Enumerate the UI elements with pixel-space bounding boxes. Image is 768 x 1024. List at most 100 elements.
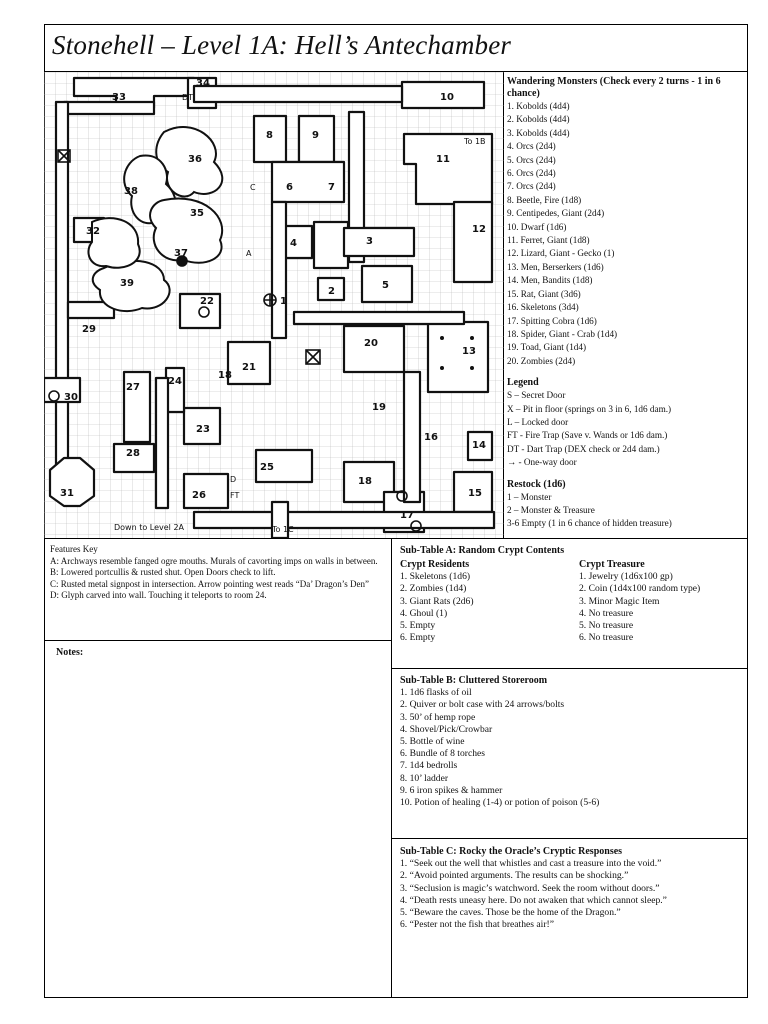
list-item: 20. Zombies (2d4) xyxy=(507,355,576,366)
feature-a: A: Archways resemble fanged ogre mouths.… xyxy=(50,555,378,566)
room-4b-shape xyxy=(312,220,350,270)
pillars xyxy=(440,336,474,370)
list-item: X – Pit in floor (springs on 3 in 6, 1d6… xyxy=(507,403,672,414)
room-6: 6 xyxy=(286,182,293,193)
features-heading: Features Key xyxy=(50,544,98,554)
list-item: 9. 6 iron spikes & hammer xyxy=(400,784,503,796)
room-38: 38 xyxy=(124,186,138,197)
divider-features xyxy=(44,640,391,641)
map-annotations: DT FT To 1B To 1C Down to Level 2A A C D xyxy=(114,93,486,534)
room-37: 37 xyxy=(174,248,188,259)
restock: Restock (1d6) 1 – Monster 2 – Monster & … xyxy=(507,479,745,531)
list-item: 1. 1d6 flasks of oil xyxy=(400,687,472,699)
list-item: 6. Empty xyxy=(400,632,436,644)
list-item: 5. Bottle of wine xyxy=(400,736,465,748)
room-25: 25 xyxy=(260,462,274,473)
room-29-shape xyxy=(66,300,116,320)
room-12-shape xyxy=(452,200,494,284)
room-34: 34 xyxy=(196,78,210,89)
list-item: 2. Quiver or bolt case with 24 arrows/bo… xyxy=(400,699,565,711)
room-26: 26 xyxy=(192,490,206,501)
list-item: 6. Orcs (2d4) xyxy=(507,168,556,179)
room-36: 36 xyxy=(188,154,202,165)
fire-trap-label: FT xyxy=(230,491,239,500)
list-item: 8. 10’ ladder xyxy=(400,772,449,784)
room-8: 8 xyxy=(266,130,273,141)
room-15: 15 xyxy=(468,488,482,499)
room-28: 28 xyxy=(126,448,140,459)
list-item: 6. Bundle of 8 torches xyxy=(400,748,485,760)
list-item: 4. “Death rests uneasy here. Do not awak… xyxy=(400,894,667,906)
room-7: 7 xyxy=(328,182,335,193)
list-item: 2. Kobolds (4d4) xyxy=(507,114,570,125)
list-item: DT - Dart Trap (DEX check or 2d4 dam.) xyxy=(507,443,660,454)
list-item: 5. Orcs (2d4) xyxy=(507,154,556,165)
room-30: 30 xyxy=(64,392,78,403)
list-item: 14. Men, Bandits (1d8) xyxy=(507,275,593,286)
dart-trap-label: DT xyxy=(182,93,193,102)
divider-table-a xyxy=(391,668,748,669)
table-b-heading: Sub-Table B: Cluttered Storeroom xyxy=(400,675,548,686)
room-5: 5 xyxy=(382,280,389,291)
feature-d-label: D xyxy=(230,475,236,484)
list-item: 9. Centipedes, Giant (2d4) xyxy=(507,208,605,219)
list-item: 5. “Beware the caves. Those be the home … xyxy=(400,907,621,919)
room-26-shape xyxy=(182,472,230,510)
bottom-corridor xyxy=(192,510,496,530)
feature-b: B: Lowered portcullis & rusted shut. Ope… xyxy=(50,567,276,578)
list-item: 7. 1d4 bedrolls xyxy=(400,760,458,772)
legend: Legend S – Secret Door X – Pit in floor … xyxy=(507,377,745,469)
list-item: 3. Minor Magic Item xyxy=(579,595,660,607)
list-item: 10. Potion of healing (1-4) or potion of… xyxy=(400,797,600,809)
to-1b-label: To 1B xyxy=(463,137,486,146)
sub-table-a: Sub-Table A: Random Crypt Contents Crypt… xyxy=(400,545,745,643)
room-11-shape xyxy=(402,132,494,206)
room-23-shape xyxy=(182,406,222,446)
list-item: 11. Ferret, Giant (1d8) xyxy=(507,235,590,246)
table-c-heading: Sub-Table C: Rocky the Oracle’s Cryptic … xyxy=(400,846,623,857)
room-17: 17 xyxy=(400,510,414,521)
restock-heading: Restock (1d6) xyxy=(507,478,566,490)
residents-list: 1. Skeletons (1d6) 2. Zombies (1d4) 3. G… xyxy=(400,571,575,644)
list-item: 2. Zombies (1d4) xyxy=(400,583,467,595)
east-corridor-a xyxy=(347,110,366,264)
room-1: 1 xyxy=(280,296,287,307)
room-24: 24 xyxy=(168,376,182,387)
room-21: 21 xyxy=(242,362,256,373)
room-30-shape xyxy=(42,376,82,404)
middle-corridor xyxy=(292,310,466,326)
room-labels: 33 34 10 8 9 6 7 11 12 4 3 2 5 1 13 20 2… xyxy=(60,78,486,521)
list-item: 2 – Monster & Treasure xyxy=(507,504,595,515)
room-28-shape xyxy=(112,442,156,474)
room-18b: 18 xyxy=(218,370,232,381)
treasure-list: 1. Jewelry (1d6x100 gp) 2. Coin (1d4x100… xyxy=(579,571,744,644)
room-19: 19 xyxy=(372,402,386,413)
room-2-shape xyxy=(316,276,346,302)
list-item: 1. Skeletons (1d6) xyxy=(400,571,471,583)
list-item: 3. Kobolds (4d4) xyxy=(507,127,570,138)
list-item: 6. No treasure xyxy=(579,632,634,644)
list-item: 6. “Pester not the fish that breathes ai… xyxy=(400,919,554,931)
storeroom-list: 1. 1d6 flasks of oil 2. Quiver or bolt c… xyxy=(400,687,745,809)
dungeon-map: 33 34 10 8 9 6 7 11 12 4 3 2 5 1 13 20 2… xyxy=(42,72,504,540)
room-32: 32 xyxy=(86,226,100,237)
list-item: 10. Dwarf (1d6) xyxy=(507,221,567,232)
sub-table-c: Sub-Table C: Rocky the Oracle’s Cryptic … xyxy=(400,846,745,931)
room-13-shape xyxy=(426,320,490,394)
list-item: 5. Empty xyxy=(400,620,436,632)
east-corridor-b xyxy=(402,370,422,504)
table-a-heading: Sub-Table A: Random Crypt Contents xyxy=(400,545,565,556)
room-13: 13 xyxy=(462,346,476,357)
room-6-7-shape xyxy=(270,160,346,204)
down-level-2a-label: Down to Level 2A xyxy=(114,523,185,532)
title-bar: Stonehell – Level 1A: Hell’s Antechamber xyxy=(44,24,748,72)
caves xyxy=(87,126,224,313)
room-29: 29 xyxy=(82,324,96,335)
room-25-shape xyxy=(254,448,314,484)
restock-list: 1 – Monster 2 – Monster & Treasure 3-6 E… xyxy=(507,491,745,531)
list-item: 3. Giant Rats (2d6) xyxy=(400,595,474,607)
room-3-shape xyxy=(342,226,416,258)
list-item: 7. Orcs (2d4) xyxy=(507,181,556,192)
top-left-corridor xyxy=(62,100,156,116)
room-31-shape xyxy=(48,456,96,508)
